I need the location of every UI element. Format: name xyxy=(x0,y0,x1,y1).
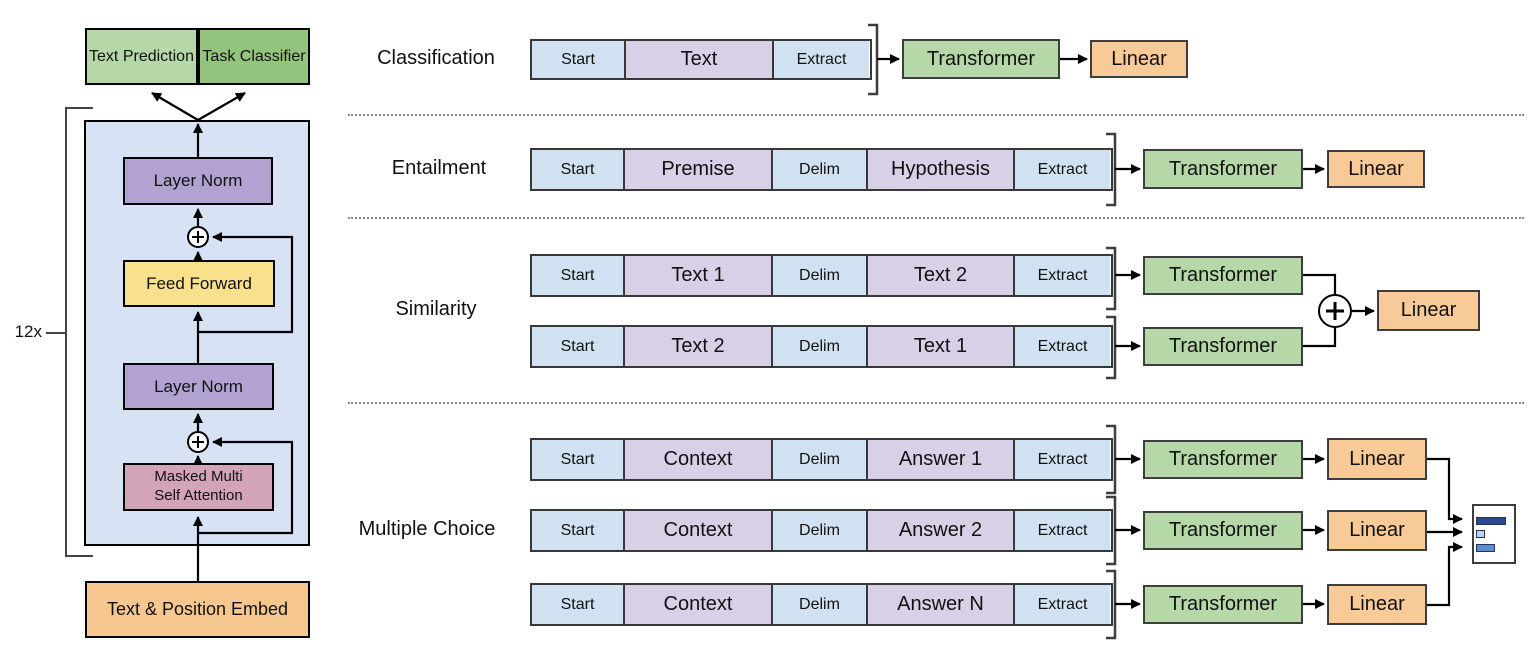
left-diagram-arrows xyxy=(151,92,294,581)
transformer-box: Transformer xyxy=(902,39,1060,79)
token-start: Start xyxy=(532,150,625,189)
token-start: Start xyxy=(532,585,625,624)
section-divider xyxy=(348,114,1524,116)
task-label-multiple-choice: Multiple Choice xyxy=(358,518,496,540)
score-bar-3 xyxy=(1476,544,1495,552)
embedding-block: Text & Position Embed xyxy=(85,581,310,638)
linear-box: Linear xyxy=(1327,150,1425,188)
feed-forward-block: Feed Forward xyxy=(123,260,275,307)
token-delim: Delim xyxy=(773,440,868,479)
task-classifier-label: Task Classifier xyxy=(202,47,306,65)
section-divider xyxy=(348,217,1524,219)
token-answer-n: Answer N xyxy=(868,585,1015,624)
pipeline-arrows xyxy=(877,54,1463,609)
token-text-2: Text 2 xyxy=(868,256,1015,295)
masked-attention-line1: Masked Multi xyxy=(154,468,243,486)
linear-box: Linear xyxy=(1327,510,1427,551)
token-hypothesis: Hypothesis xyxy=(868,150,1015,189)
feed-forward-label: Feed Forward xyxy=(146,273,252,293)
masked-attention-block: Masked Multi Self Attention xyxy=(123,463,274,511)
token-start: Start xyxy=(532,327,625,366)
token-delim: Delim xyxy=(773,585,868,624)
linear-box: Linear xyxy=(1090,40,1188,78)
layer-norm-bottom-label: Layer Norm xyxy=(154,376,243,396)
token-start: Start xyxy=(532,440,625,479)
embedding-label: Text & Position Embed xyxy=(106,599,289,619)
transformer-box: Transformer xyxy=(1143,585,1303,624)
score-bar-1 xyxy=(1476,517,1506,525)
token-start: Start xyxy=(532,511,625,550)
token-extract: Extract xyxy=(1015,256,1110,295)
task-label-entailment: Entailment xyxy=(391,157,487,179)
token-start: Start xyxy=(532,256,625,295)
transformer-box: Transformer xyxy=(1143,440,1303,479)
token-extract: Extract xyxy=(1015,440,1110,479)
token-delim: Delim xyxy=(773,327,868,366)
task-label-classification: Classification xyxy=(377,47,495,69)
input-strip-choice-n: Start Context Delim Answer N Extract xyxy=(530,583,1113,626)
token-delim: Delim xyxy=(773,511,868,550)
layer-norm-bottom-block: Layer Norm xyxy=(123,363,274,410)
input-strip-entailment: Start Premise Delim Hypothesis Extract xyxy=(530,148,1113,191)
token-text: Text xyxy=(626,41,774,78)
transformer-box: Transformer xyxy=(1143,327,1303,366)
linear-box: Linear xyxy=(1327,438,1427,480)
token-start: Start xyxy=(532,41,626,78)
linear-box: Linear xyxy=(1377,290,1480,331)
transformer-box: Transformer xyxy=(1143,511,1303,550)
token-extract: Extract xyxy=(1015,150,1110,189)
token-answer-1: Answer 1 xyxy=(868,440,1015,479)
token-extract: Extract xyxy=(1015,327,1110,366)
section-divider xyxy=(348,402,1524,404)
similarity-sum-icon xyxy=(1318,294,1352,328)
transformer-box: Transformer xyxy=(1143,149,1303,189)
transformer-box: Transformer xyxy=(1143,256,1303,295)
input-strip-similarity-2: Start Text 2 Delim Text 1 Extract xyxy=(530,325,1113,368)
residual-sum-icon xyxy=(187,226,209,453)
input-strip-choice-1: Start Context Delim Answer 1 Extract xyxy=(530,438,1113,481)
token-context: Context xyxy=(625,511,773,550)
token-premise: Premise xyxy=(625,150,773,189)
repeat-count-label: 12x xyxy=(14,322,42,341)
token-delim: Delim xyxy=(773,150,868,189)
token-extract: Extract xyxy=(774,41,869,78)
token-text-2: Text 2 xyxy=(625,327,773,366)
token-text-1: Text 1 xyxy=(868,327,1015,366)
layer-norm-top-label: Layer Norm xyxy=(153,171,243,190)
text-prediction-label: Text Prediction xyxy=(89,47,194,65)
token-context: Context xyxy=(625,585,773,624)
score-bar-2 xyxy=(1476,530,1485,538)
token-delim: Delim xyxy=(773,256,868,295)
linear-box: Linear xyxy=(1327,584,1427,625)
token-answer-2: Answer 2 xyxy=(868,511,1015,550)
input-strip-classification: Start Text Extract xyxy=(530,39,872,80)
repeat-bracket xyxy=(46,107,93,557)
token-extract: Extract xyxy=(1015,511,1110,550)
text-prediction-head: Text Prediction xyxy=(85,28,198,85)
input-strip-similarity-1: Start Text 1 Delim Text 2 Extract xyxy=(530,254,1113,297)
token-text-1: Text 1 xyxy=(625,256,773,295)
task-classifier-head: Task Classifier xyxy=(198,28,310,85)
masked-attention-line2: Self Attention xyxy=(154,487,243,504)
answer-score-chart xyxy=(1472,504,1516,564)
layer-norm-top-block: Layer Norm xyxy=(123,157,273,205)
task-label-similarity: Similarity xyxy=(395,298,477,320)
token-context: Context xyxy=(625,440,773,479)
token-extract: Extract xyxy=(1015,585,1110,624)
input-strip-choice-2: Start Context Delim Answer 2 Extract xyxy=(530,509,1113,552)
